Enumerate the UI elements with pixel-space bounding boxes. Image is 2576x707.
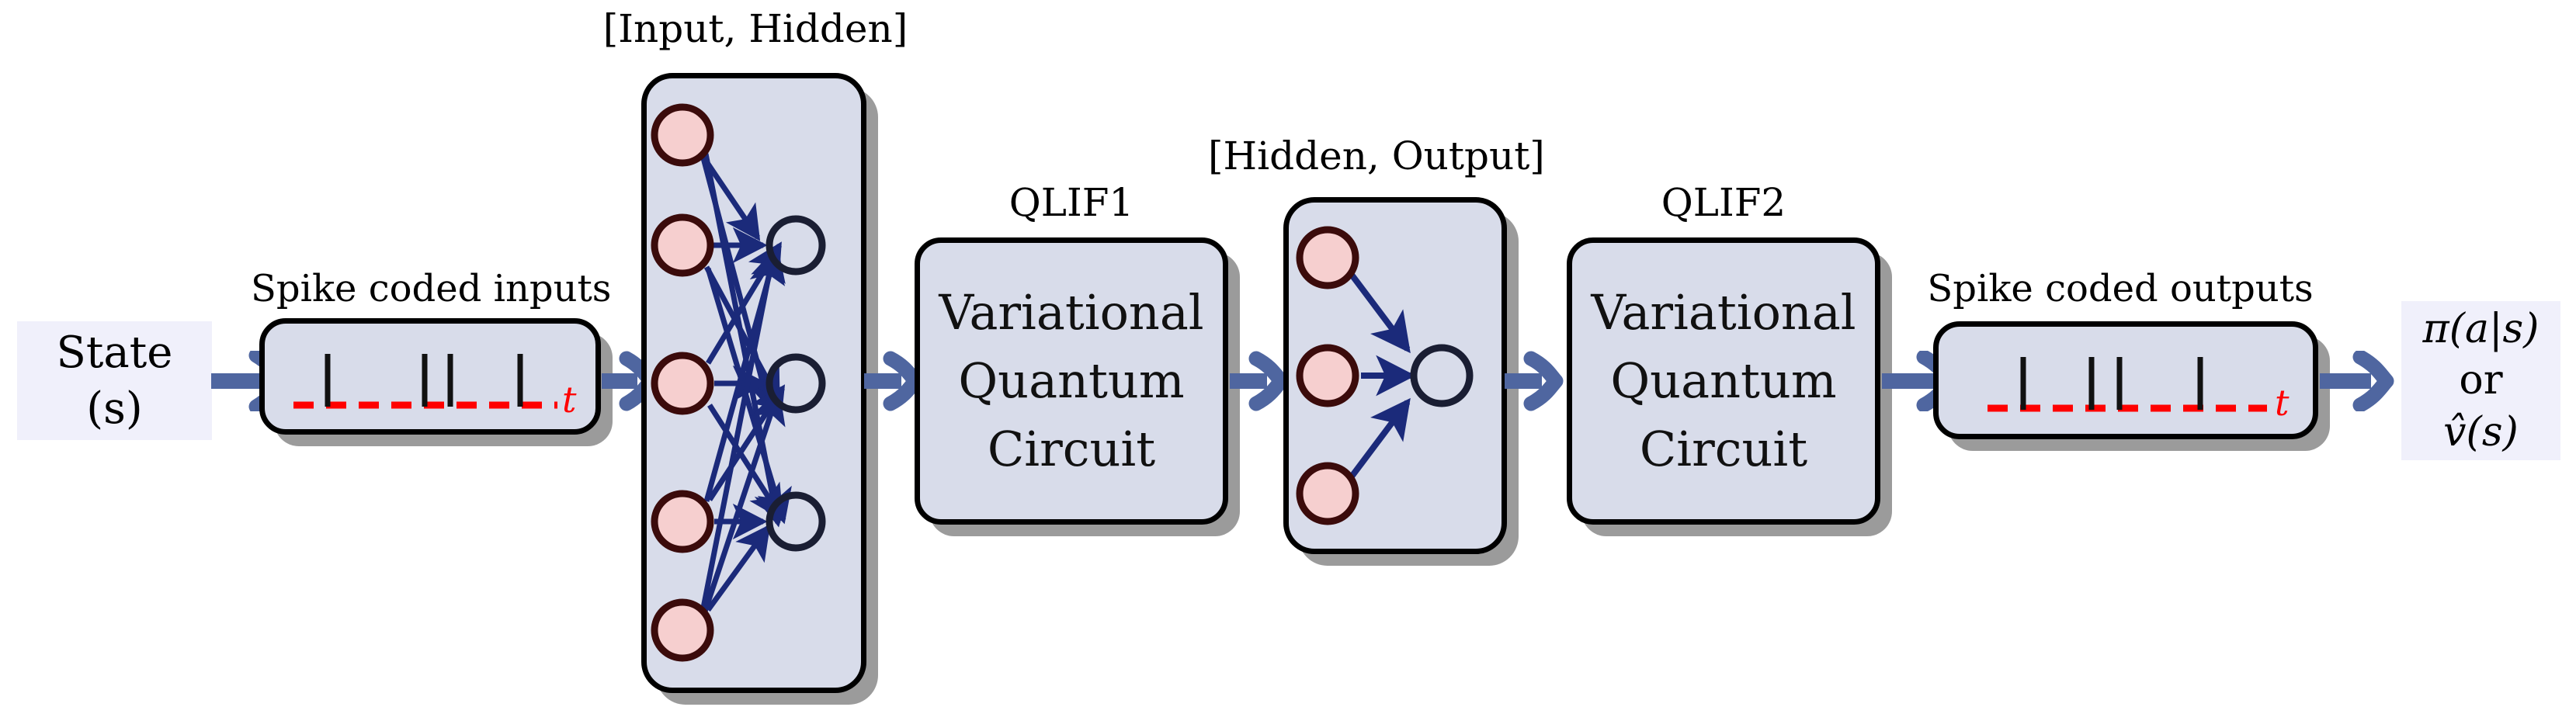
spike-outputs-train <box>1933 321 2318 439</box>
qlif1-panel: Variational Quantum Circuit <box>915 237 1228 525</box>
output-box: π(a|s) or v̂(s) <box>2401 301 2560 460</box>
flow-arrow-spike-outputs-to-output <box>2320 351 2396 411</box>
spike-inputs-panel <box>259 318 601 435</box>
qlif1-body: Variational Quantum Circuit <box>920 279 1223 483</box>
qlif2-line3: Circuit <box>1639 421 1808 478</box>
output-policy-label: π(a|s) <box>2422 305 2540 352</box>
qlif1-caption: QLIF1 <box>1009 180 1134 225</box>
qlif1-line3: Circuit <box>987 421 1156 478</box>
state-box: State (s) <box>17 321 212 440</box>
spike-inputs-axis-label: t <box>562 379 577 421</box>
spike-inputs-train <box>259 318 601 435</box>
hidden-output-caption: [Hidden, Output] <box>1208 133 1545 178</box>
input-hidden-caption: [Input, Hidden] <box>602 6 908 51</box>
hidden-output-network <box>1283 197 1507 554</box>
qlif2-line2: Quantum <box>1610 352 1837 409</box>
flow-arrow-qlif1-to-hidden-output <box>1230 351 1290 411</box>
spike-inputs-caption: Spike coded inputs <box>251 267 612 310</box>
spike-outputs-axis-label: t <box>2275 382 2290 424</box>
spike-outputs-panel <box>1933 321 2318 439</box>
qlif2-panel: Variational Quantum Circuit <box>1567 237 1880 525</box>
output-value-label: v̂(s) <box>2443 408 2519 456</box>
state-box-line2: (s) <box>86 383 143 434</box>
qlif2-body: Variational Quantum Circuit <box>1572 279 1875 483</box>
qlif2-line1: Variational <box>1591 283 1856 341</box>
input-hidden-network <box>641 73 866 693</box>
qlif1-line2: Quantum <box>958 352 1185 409</box>
spike-outputs-caption: Spike coded outputs <box>1927 267 2314 310</box>
flow-arrow-hidden-output-to-qlif2 <box>1505 351 1565 411</box>
state-box-line1: State <box>56 327 173 378</box>
qlif1-line1: Variational <box>939 283 1204 341</box>
output-or-label: or <box>2459 357 2503 404</box>
qlif2-caption: QLIF2 <box>1661 180 1786 225</box>
